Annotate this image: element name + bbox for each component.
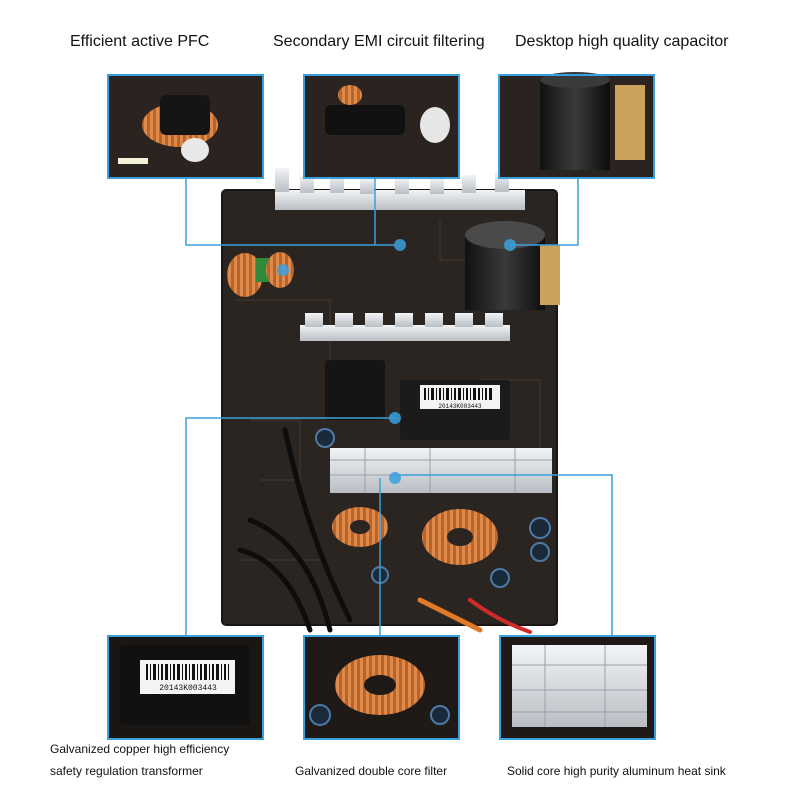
inset-active-pfc [107, 74, 264, 179]
callout-markers [277, 239, 516, 484]
double-core-filter [332, 507, 498, 565]
callout-lines [185, 178, 613, 636]
small-capacitors [315, 428, 551, 588]
label-active-pfc: Efficient active PFC [70, 33, 210, 50]
middle-heatsink [300, 313, 510, 341]
label-transformer-line1: Galvanized copper high efficiency [50, 742, 230, 756]
main-transformer: 20143K003443 [325, 360, 510, 440]
label-aluminum-heat-sink: Solid core high purity aluminum heat sin… [507, 764, 726, 778]
label-transformer-line2: safety regulation transformer [50, 764, 203, 778]
output-cables [237, 427, 532, 634]
inset-capacitor [498, 72, 655, 179]
top-heatsink [275, 168, 525, 210]
inset-transformer: 20143K003443 [107, 635, 264, 740]
pfc-coil [227, 252, 294, 297]
inset-double-core-filter [303, 635, 460, 740]
label-emi-filtering: Secondary EMI circuit filtering [273, 33, 485, 50]
barcode-number: 20143K003443 [438, 403, 482, 410]
label-capacitor: Desktop high quality capacitor [515, 33, 729, 50]
label-double-core-filter: Galvanized double core filter [295, 764, 448, 778]
inset-emi-filtering [303, 74, 460, 179]
inset-barcode-number: 20143K003443 [159, 684, 217, 693]
secondary-heatsink [330, 448, 552, 493]
inset-aluminum-heatsink [499, 635, 656, 740]
